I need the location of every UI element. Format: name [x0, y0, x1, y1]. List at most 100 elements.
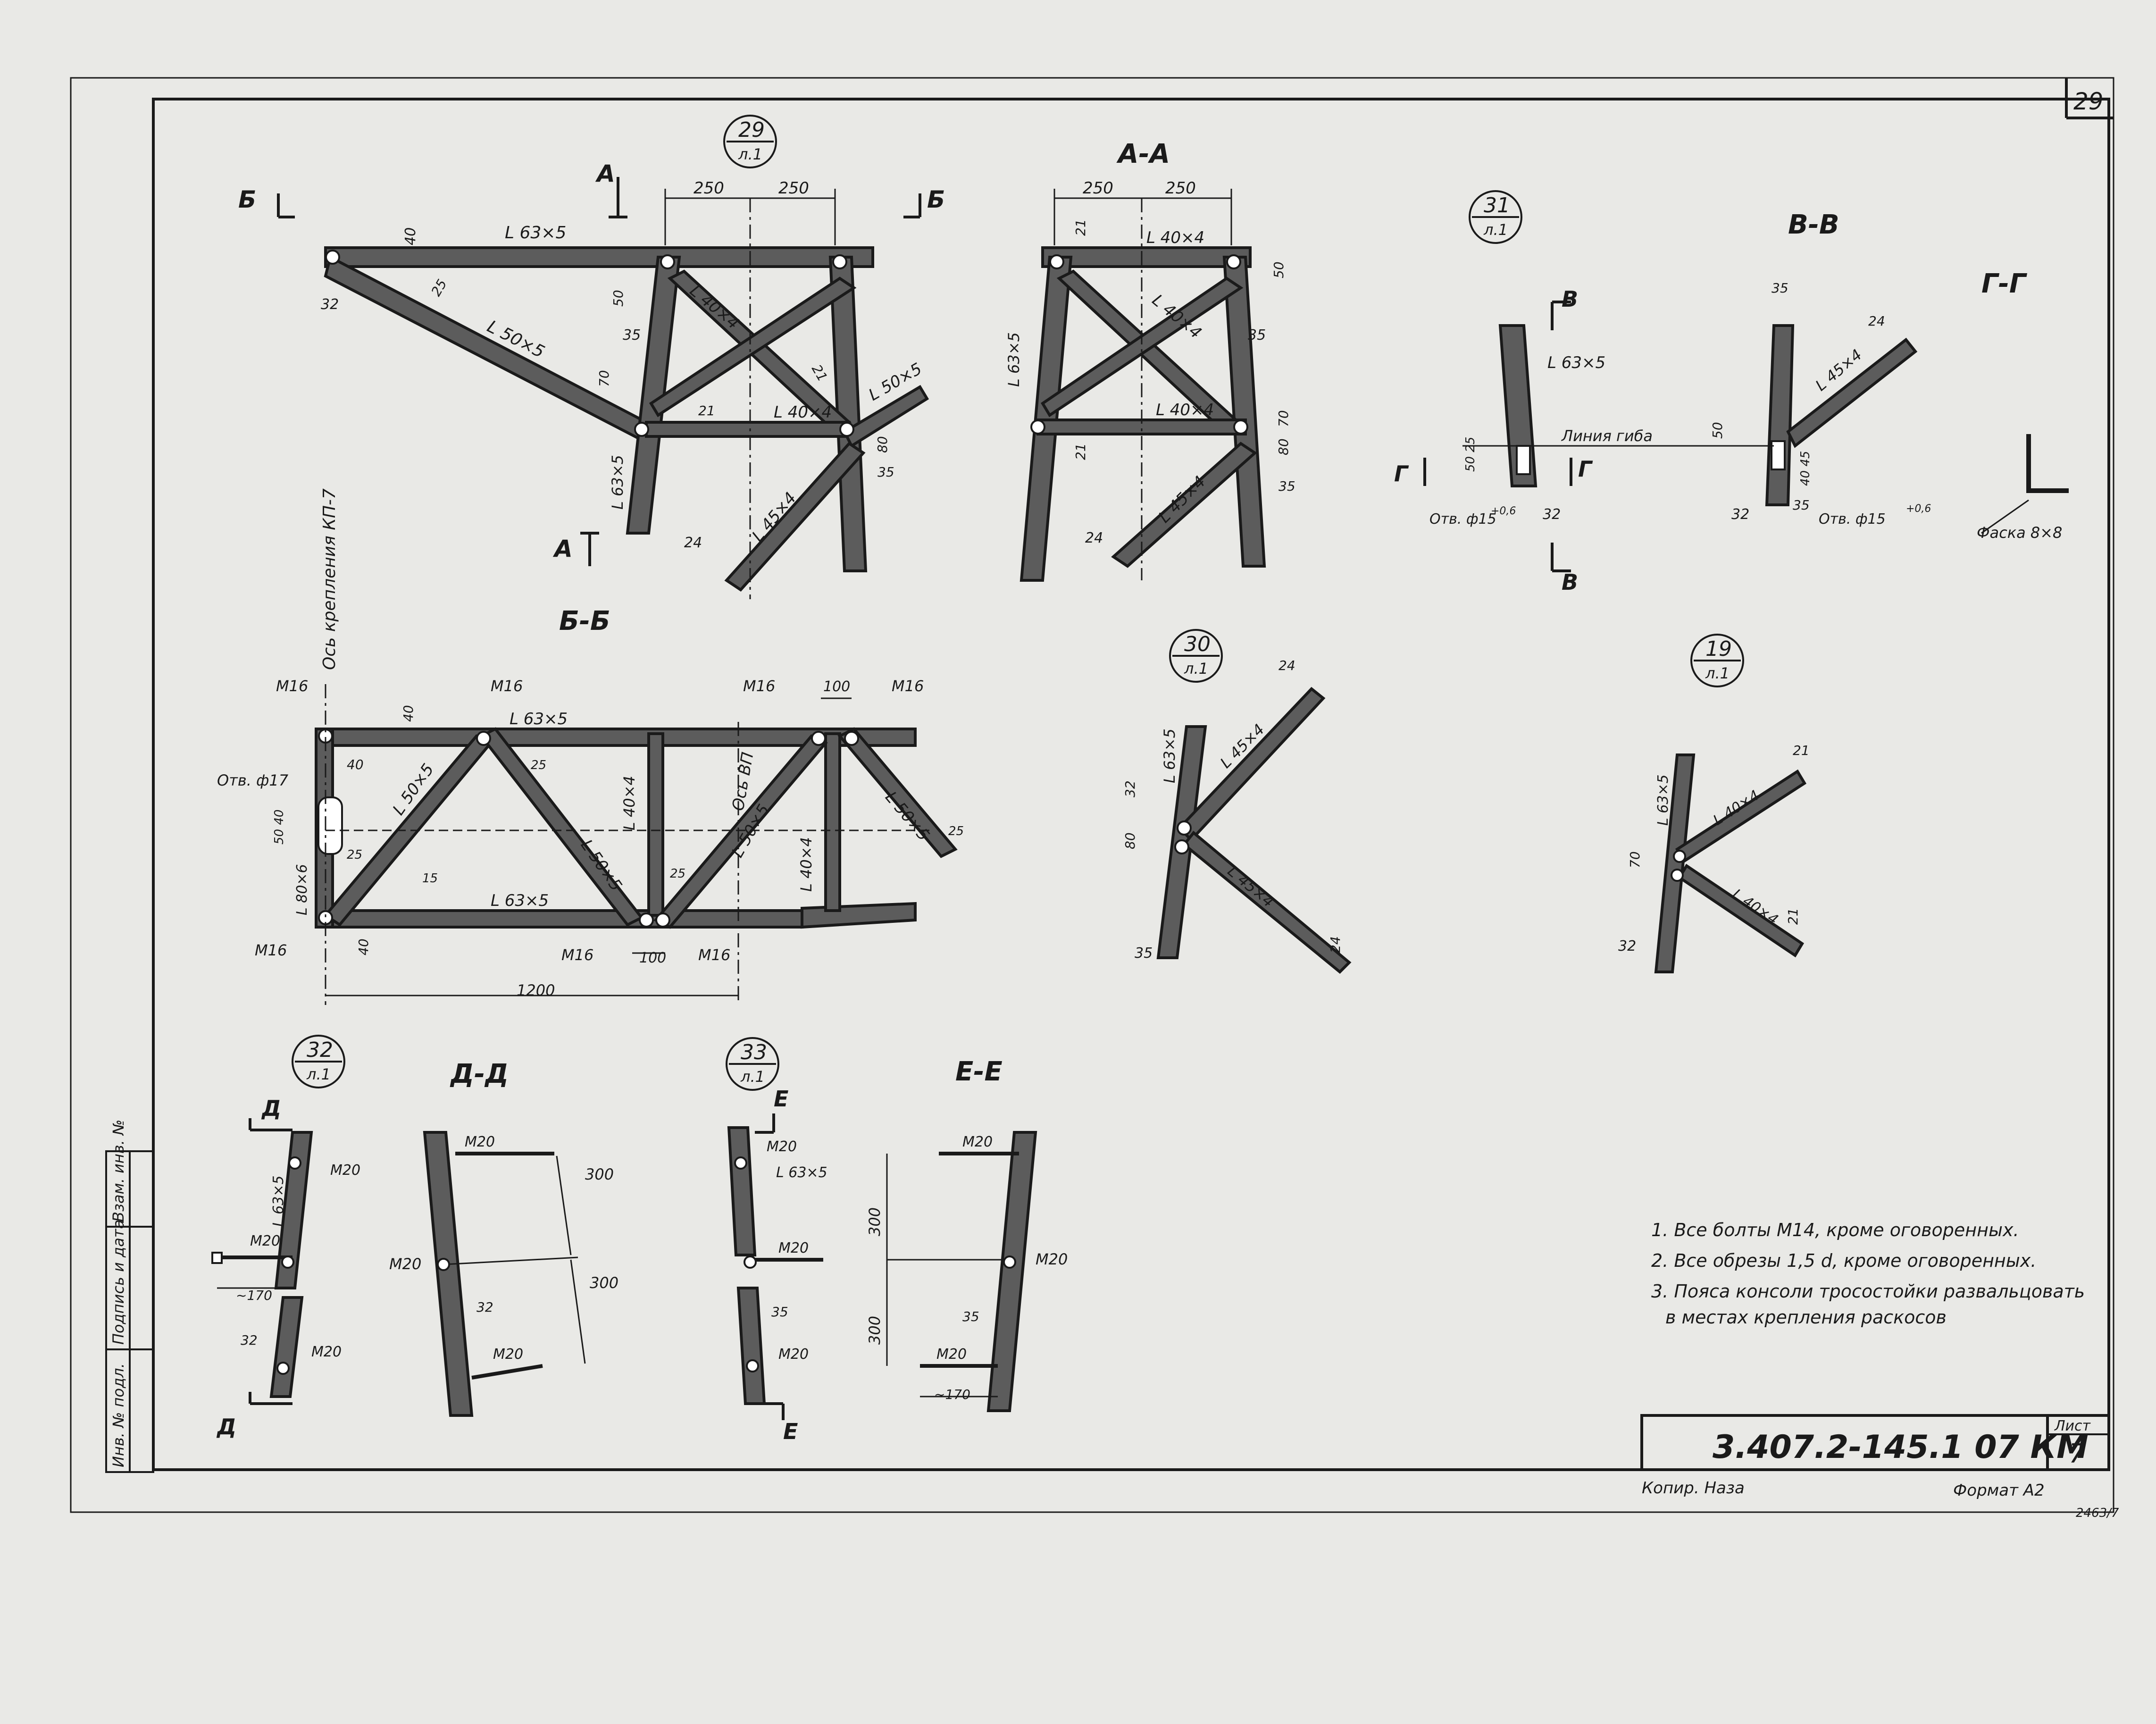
vv-dim-24: 24	[1868, 313, 1885, 329]
sheet-corner-number: 29	[2073, 88, 2104, 115]
title-sheet-num: 7	[2069, 1439, 2086, 1469]
view1-dim-35b: 35	[877, 464, 894, 480]
view1-dim-21b: 21	[809, 362, 830, 384]
vv-dim-4045: 40 45	[1798, 451, 1813, 486]
bb-dim-25b: 25	[531, 758, 546, 772]
callout-32-sheet: л.1	[306, 1065, 331, 1083]
d31-bend: Линия гиба	[1561, 427, 1653, 445]
view1-dim-25: 25	[428, 276, 450, 299]
callout-29-num: 29	[738, 118, 765, 142]
view-console-elevation	[277, 177, 929, 599]
view-section-bb	[315, 684, 958, 1005]
bb-bolt-bl: M16	[255, 941, 287, 959]
title-archive: 2463/7	[2076, 1506, 2119, 1520]
callout-30-num: 30	[1184, 632, 1211, 656]
bb-dim-5040: 50 40	[272, 810, 286, 845]
dd-bolt-b: M20	[389, 1255, 421, 1273]
view1-dim-21a: 21	[698, 403, 715, 418]
view-section-ee	[886, 1131, 1037, 1412]
aa-dim-21: 21	[1073, 219, 1088, 236]
bb-bolt-t3: M16	[892, 677, 924, 695]
bb-bolt-b1: M16	[561, 946, 593, 964]
ee-bolt-b: M20	[1036, 1250, 1068, 1268]
callout-31-num: 31	[1484, 193, 1510, 218]
d33-cut-top: Е	[774, 1086, 788, 1112]
ee-dim-300a: 300	[866, 1207, 884, 1236]
gg-chamfer: Фаска 8×8	[1977, 524, 2062, 542]
view1-cut-a-bottom: А	[552, 535, 573, 562]
d32-cut-top: Д	[261, 1096, 281, 1121]
aa-dim-35b: 35	[1279, 478, 1295, 494]
aa-label-top: L 40×4	[1146, 228, 1204, 247]
d33-bolt-c: M20	[778, 1346, 809, 1363]
title-sheet-label: Лист	[2054, 1418, 2091, 1434]
aa-dim-20: 21	[1073, 443, 1088, 460]
d31-cut-v-bottom: В	[1562, 569, 1578, 595]
callout-19-sheet: л.1	[1705, 664, 1730, 682]
section-aa-title: А-А	[1116, 139, 1170, 169]
aa-dim-250a: 250	[1083, 179, 1113, 198]
bb-bolt-t2: M16	[743, 677, 775, 695]
d30-dim-80: 80	[1122, 832, 1138, 849]
dd-dim-300b: 300	[590, 1274, 618, 1292]
bb-dim-25c: 25	[670, 867, 685, 881]
view1-dim-250a: 250	[694, 179, 724, 198]
note-1: 1. Все болты М14, кроме оговоренных.	[1651, 1220, 2019, 1240]
section-ee-title: Е-Е	[955, 1056, 1003, 1087]
bb-dim-100a: 100	[823, 678, 850, 695]
view-section-gg	[1981, 434, 2069, 534]
view-detail-33	[726, 1037, 823, 1420]
callout-29-sheet: л.1	[738, 145, 762, 163]
side-stamp	[105, 1150, 154, 1473]
d31-cut-g-right: Г	[1578, 456, 1593, 482]
aa-dim-50: 50	[1271, 261, 1287, 278]
section-vv-title: В-В	[1788, 209, 1839, 240]
callout-29	[723, 115, 777, 168]
vv-dim-32: 32	[1731, 506, 1749, 523]
view-section-dd	[423, 1131, 586, 1417]
aa-dim-80: 80	[1276, 438, 1291, 455]
bb-label-top: L 63×5	[510, 710, 568, 728]
dd-bolt-c: M20	[493, 1346, 523, 1363]
d30-label-post: L 63×5	[1161, 728, 1178, 783]
d30-dim-24b: 24	[1328, 936, 1343, 953]
d33-dim-35: 35	[771, 1304, 788, 1320]
d31-tol: +0,6	[1491, 505, 1516, 517]
aa-label-leg: L 63×5	[1005, 332, 1023, 387]
view-detail-32	[211, 1035, 345, 1405]
section-gg-title: Г-Г	[1981, 268, 2028, 299]
d31-hole: Отв. ф15	[1429, 511, 1496, 527]
view1-cut-b-right: Б	[927, 186, 945, 213]
note-2: 2. Все обрезы 1,5 d, кроме оговоренных.	[1651, 1250, 2036, 1271]
section-dd-title: Д-Д	[450, 1059, 509, 1089]
vv-hole: Отв. ф15	[1819, 511, 1886, 527]
bb-dim-15: 15	[422, 871, 438, 886]
d30-label-down: L 45×4	[1224, 862, 1278, 911]
bb-label-post2: L 40×4	[797, 837, 815, 892]
d19-dim-32: 32	[1618, 938, 1636, 954]
bb-bolt-tl: M16	[276, 677, 308, 695]
aa-dim-250b: 250	[1165, 179, 1196, 198]
bb-bolt-t1: M16	[491, 677, 523, 695]
vv-dim-50: 50	[1710, 422, 1725, 439]
d32-bolt-c: M20	[311, 1344, 342, 1360]
dd-dim-300a: 300	[585, 1165, 614, 1183]
bb-label-bottom: L 63×5	[491, 891, 549, 910]
vv-dim-35b: 35	[1793, 497, 1810, 513]
d33-cut-bottom: Е	[783, 1419, 798, 1444]
note-3-cont: в местах крепления раскосов	[1665, 1307, 1947, 1328]
d31-dim-5025: 50 25	[1463, 437, 1478, 472]
view1-label-leg: L 63×5	[609, 455, 627, 510]
side-stamp-replace: Взам. инв. №	[109, 1120, 127, 1222]
ee-dim-170: ~170	[934, 1387, 970, 1402]
view-detail-30	[1156, 629, 1352, 974]
view1-dim-50: 50	[610, 290, 626, 307]
d33-bolt-a: M20	[767, 1138, 797, 1155]
d19-dim-21a: 21	[1793, 743, 1810, 758]
aa-dim-35: 35	[1248, 327, 1266, 343]
d31-cut-g-left: Г	[1394, 461, 1409, 486]
bb-hole: Отв. ф17	[217, 771, 289, 789]
title-block	[1640, 1414, 2110, 1471]
view1-cut-a-top: А	[595, 160, 615, 187]
